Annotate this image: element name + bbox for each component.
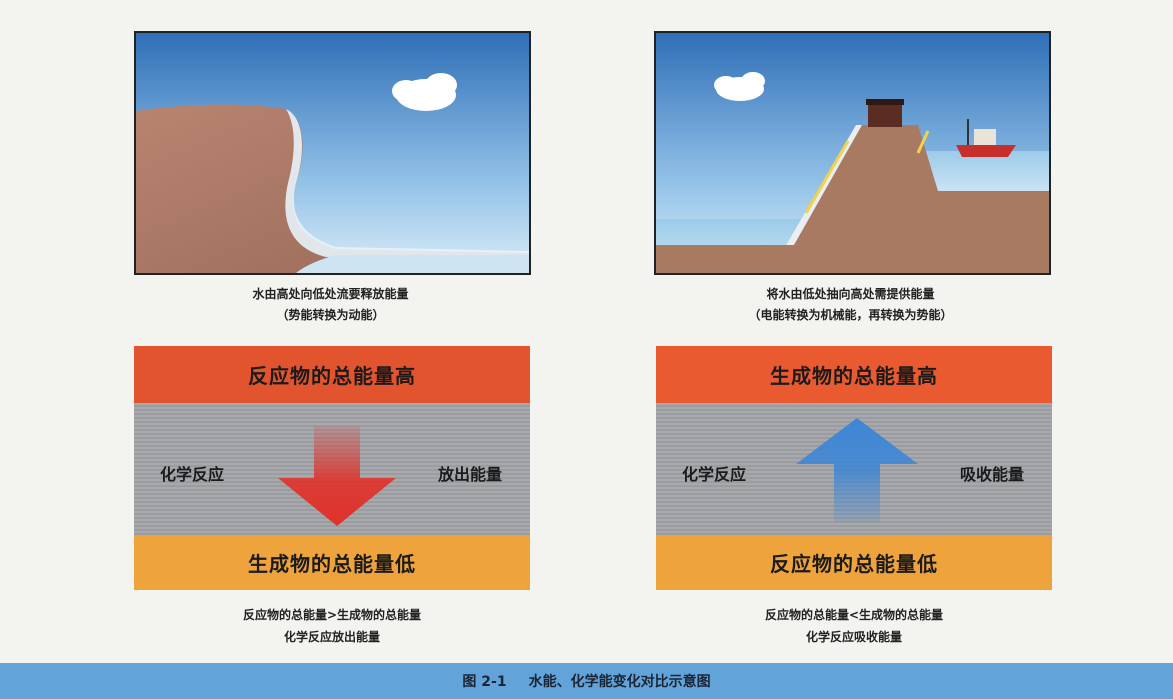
left-summary: 反应物的总能量>生成物的总能量 化学反应放出能量 [134,604,530,648]
right-scene-caption: 将水由低处抽向高处需提供能量 （电能转换为机械能，再转换为势能） [654,284,1047,326]
arrow-down-icon [278,426,396,526]
product-energy-high-label: 生成物的总能量高 [770,364,938,388]
left-summary-line2: 化学反应放出能量 [283,630,380,644]
arrow-up-icon [796,418,918,522]
ship-icon [956,119,1016,157]
endothermic-energy-diagram: 生成物的总能量高 反应物的总能量低 化学反应 吸收能量 [656,346,1052,590]
chemical-reaction-label: 化学反应 [682,465,747,484]
left-caption-line1: 水由高处向低处流要释放能量 [252,287,409,301]
right-summary-line1: 反应物的总能量<生成物的总能量 [764,608,944,622]
exothermic-energy-diagram: 反应物的总能量高 生成物的总能量低 化学反应 放出能量 [134,346,530,590]
absorb-energy-label: 吸收能量 [959,465,1024,484]
figure-number: 图 2-1 [462,674,507,690]
cloud-icon [714,72,765,101]
figure-caption-bar: 图 2-1 水能、化学能变化对比示意图 [0,663,1173,699]
cloud-icon [392,73,457,111]
right-caption-line2: （电能转换为机械能，再转换为势能） [748,308,953,322]
product-energy-low-band: 生成物的总能量低 [134,535,530,590]
left-summary-line1: 反应物的总能量>生成物的总能量 [242,608,422,622]
right-caption-line1: 将水由低处抽向高处需提供能量 [766,287,935,301]
reactant-energy-low-label: 反应物的总能量低 [770,552,938,576]
reactant-energy-low-band: 反应物的总能量低 [656,535,1052,590]
left-scene-caption: 水由高处向低处流要释放能量 （势能转换为动能） [134,284,527,326]
left-caption-line2: （势能转换为动能） [276,308,385,322]
chemical-reaction-label: 化学反应 [160,465,225,484]
product-energy-high-band: 生成物的总能量高 [656,346,1052,403]
right-summary-line2: 化学反应吸收能量 [805,630,902,644]
waterfall-scene [134,31,531,275]
product-energy-low-label: 生成物的总能量低 [248,552,416,576]
figure-title: 水能、化学能变化对比示意图 [528,674,711,690]
reactant-energy-high-band: 反应物的总能量高 [134,346,530,403]
release-energy-label: 放出能量 [437,465,502,484]
reactant-energy-high-label: 反应物的总能量高 [248,364,416,388]
pumping-scene [654,31,1051,275]
right-summary: 反应物的总能量<生成物的总能量 化学反应吸收能量 [656,604,1052,648]
